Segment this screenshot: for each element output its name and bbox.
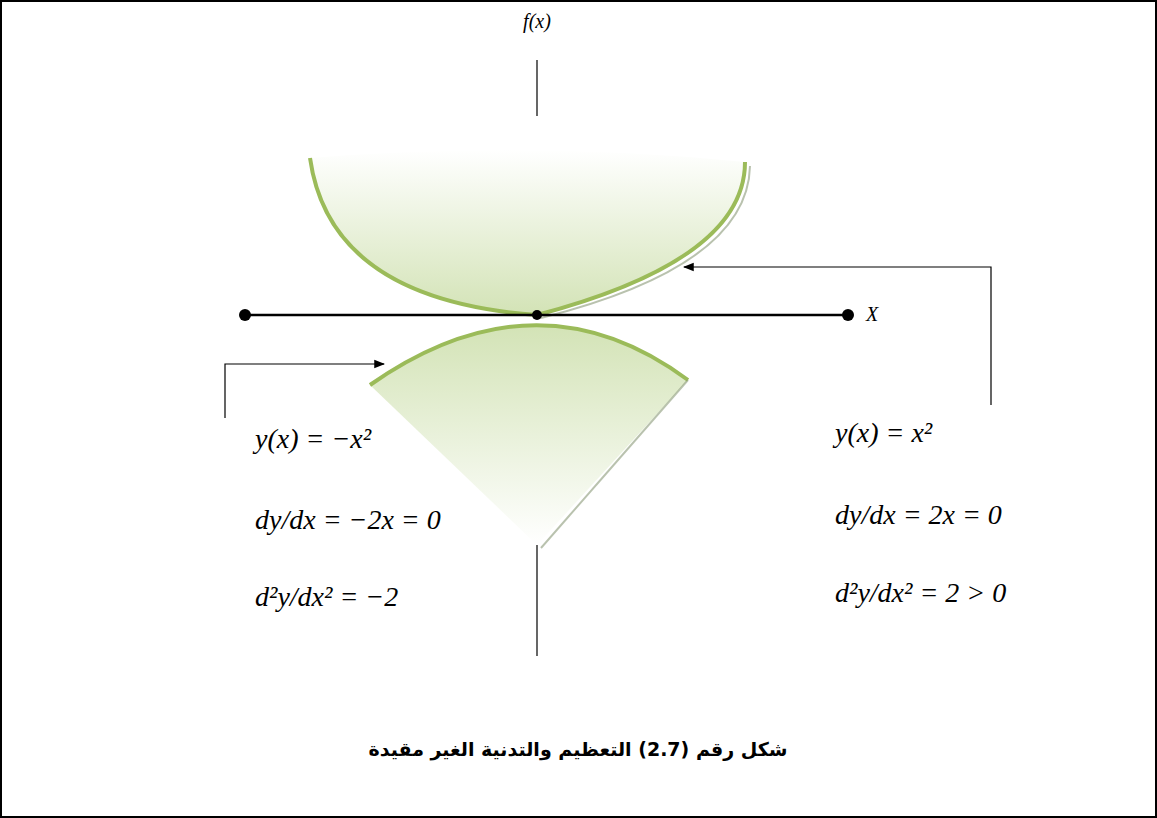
concave-curve [370, 325, 688, 385]
x-axis [245, 314, 848, 317]
sector-shadow [541, 380, 688, 548]
equation: y(x) = −x² [255, 424, 371, 455]
axis-dot [842, 309, 854, 321]
equation: dy/dx = 2x = 0 [835, 500, 1002, 531]
equation: y(x) = x² [835, 418, 932, 449]
equation: dy/dx = −2x = 0 [255, 505, 441, 536]
leader-arrow [225, 364, 384, 418]
curve-shadow [541, 166, 750, 318]
axis-label: X [866, 303, 878, 325]
equation: d²y/dx² = 2 > 0 [835, 578, 1006, 609]
leader-arrow [684, 267, 991, 405]
axis-dot [532, 310, 542, 320]
equation: d²y/dx² = −2 [255, 582, 398, 613]
convex-curve [310, 158, 745, 315]
axis-label: f(x) [523, 10, 551, 32]
figure-caption: شكل رقم (2.7) التعظيم والتدنية الغير مقي… [369, 738, 788, 760]
axis-dot [239, 309, 251, 321]
y-axis-top [536, 60, 537, 116]
y-axis-bottom [536, 545, 537, 656]
convex-shape [310, 150, 745, 315]
